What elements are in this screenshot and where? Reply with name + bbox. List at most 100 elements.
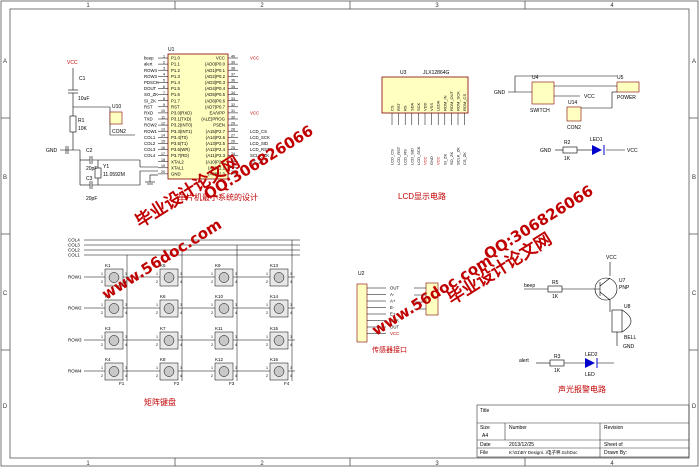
- mcu-pin-name: P1.7: [171, 98, 180, 103]
- c1-ref: C1: [79, 76, 86, 82]
- key-ref: K3: [105, 326, 111, 331]
- key-ref: K6: [160, 294, 166, 299]
- mcu-pin-number: 31: [231, 109, 235, 113]
- mcu-pin-number: 7: [163, 91, 165, 95]
- key-ref: K9: [215, 263, 221, 268]
- key-pin-label: 1: [156, 366, 158, 370]
- key-button: [273, 366, 285, 377]
- key-pin-label: 2: [266, 343, 268, 347]
- key-ref: K4: [105, 357, 111, 362]
- key-pin-label: 4: [180, 343, 182, 347]
- led1-symbol: [592, 145, 602, 155]
- key-pin-label: 1: [101, 303, 103, 307]
- key-pin-label: 4: [125, 311, 127, 315]
- mcu-pin-number: 23: [231, 158, 235, 162]
- mcu-pin-name: P3.2(INT0): [171, 123, 193, 128]
- mcu-pin-number: 11: [161, 115, 165, 119]
- key-pin-label: 4: [125, 374, 127, 378]
- key-pin-label: 1: [101, 335, 103, 339]
- r5-value: 1K: [552, 294, 559, 300]
- row-net-label: ROW1: [68, 275, 82, 280]
- key-pin-label: 2: [266, 374, 268, 378]
- mcu-pin-number: 33: [231, 97, 235, 101]
- key-pin-label: 1: [266, 335, 268, 339]
- key-pin-label: 3: [290, 366, 292, 370]
- key-pin-label: 2: [156, 280, 158, 284]
- mcu-pin-number: 12: [161, 121, 165, 125]
- watermark-url: www.56doc.com: [99, 215, 225, 303]
- frame-col-label: 2: [260, 3, 264, 9]
- mcu-pin-name: (AD4)P0.4: [205, 86, 226, 91]
- key-button: [163, 335, 175, 346]
- mcu-net-label: VCC: [250, 56, 259, 61]
- mcu-net-label: COL4: [144, 153, 156, 158]
- key-button: [108, 272, 120, 283]
- mcu-pin-name: (A13)P2.5: [206, 141, 226, 146]
- key-pin-label: 3: [125, 335, 127, 339]
- key-pin-label: 1: [266, 303, 268, 307]
- mcu-pin-number: 2: [163, 60, 165, 64]
- sheet-label: Sheet of: [604, 442, 623, 448]
- mcu-pin-number: 20: [161, 170, 165, 174]
- key-pin-label: 2: [266, 311, 268, 315]
- frame-col-label: 4: [610, 461, 614, 467]
- sensor-net-label: OUT: [390, 286, 399, 291]
- mcu-pin-number: 16: [161, 146, 165, 150]
- mcu-pin-name: (AD7)P0.7: [205, 104, 226, 109]
- u7-label: PNP: [619, 285, 630, 291]
- mcu-net-label: PDSCK: [144, 80, 159, 85]
- size-value: A4: [482, 433, 488, 439]
- key-pin-label: 3: [290, 335, 292, 339]
- key-pin-label: 2: [156, 311, 158, 315]
- key-ref: K10: [215, 294, 224, 299]
- key-button: [218, 303, 230, 314]
- key-pin-label: 1: [211, 335, 213, 339]
- frame-row-label: A: [692, 59, 696, 65]
- mcu-net-label: VCC: [250, 111, 259, 116]
- lcd-net-label: VCC: [436, 156, 441, 165]
- c2-ref: C2: [86, 148, 93, 154]
- u10-label: CON2: [112, 129, 126, 135]
- size-label: Size: [480, 425, 490, 431]
- mcu-net-label: ROW3: [144, 74, 158, 79]
- key-pin-label: 2: [101, 311, 103, 315]
- key-pin-label: 4: [180, 280, 182, 284]
- col-net-label: COL4: [68, 238, 80, 243]
- mcu-pin-number: 6: [163, 85, 165, 89]
- r3-value: 1K: [554, 368, 561, 374]
- mcu-body: [167, 53, 229, 180]
- mcu-pin-number: 35: [231, 85, 235, 89]
- key-pin-label: 3: [235, 272, 237, 276]
- mcu-pin-number: 5: [163, 79, 165, 83]
- key-pin-label: 4: [235, 280, 237, 284]
- mcu-pin-number: 40: [231, 54, 235, 58]
- mcu-pin-number: 19: [161, 164, 165, 168]
- mcu-pin-number: 27: [231, 134, 235, 138]
- keyboard-caption: 矩阵键盘: [144, 397, 176, 407]
- mcu-pin-number: 9: [163, 103, 165, 107]
- alarm-vcc: VCC: [606, 255, 617, 261]
- mcu-pin-name: (A14)P2.6: [206, 135, 226, 140]
- key-button: [218, 366, 230, 377]
- mcu-pin-name: GND: [171, 172, 181, 177]
- mcu-u1: U1 P1.01beepP1.12alertP1.23ROW4P1.34ROW3…: [144, 47, 270, 180]
- u4-label: SWITCH: [530, 108, 550, 114]
- key-pin-label: 2: [156, 374, 158, 378]
- mcu-pin-name: (AD0)P0.0: [205, 62, 226, 67]
- led1-ref: LED1: [590, 137, 603, 143]
- mcu-pin-name: PSEN: [213, 123, 225, 128]
- mcu-pin-number: 25: [231, 146, 235, 150]
- lcd-net-label: LCD_RST: [396, 146, 401, 165]
- lcd-pin-name: RS: [403, 105, 408, 111]
- mcu-pin-name: (A12)P2.4: [206, 147, 226, 152]
- reset-oscillator-circuit: [60, 68, 158, 189]
- r5-ref: R5: [552, 280, 559, 286]
- mcu-pin-number: 22: [231, 164, 235, 168]
- sensor-header: [425, 282, 439, 316]
- lcd-net-label: LCD_CS: [390, 149, 395, 165]
- r2-ref: R2: [564, 140, 571, 146]
- mcu-pin-name: P3.7(RD): [171, 153, 189, 158]
- key-pin-label: 2: [101, 343, 103, 347]
